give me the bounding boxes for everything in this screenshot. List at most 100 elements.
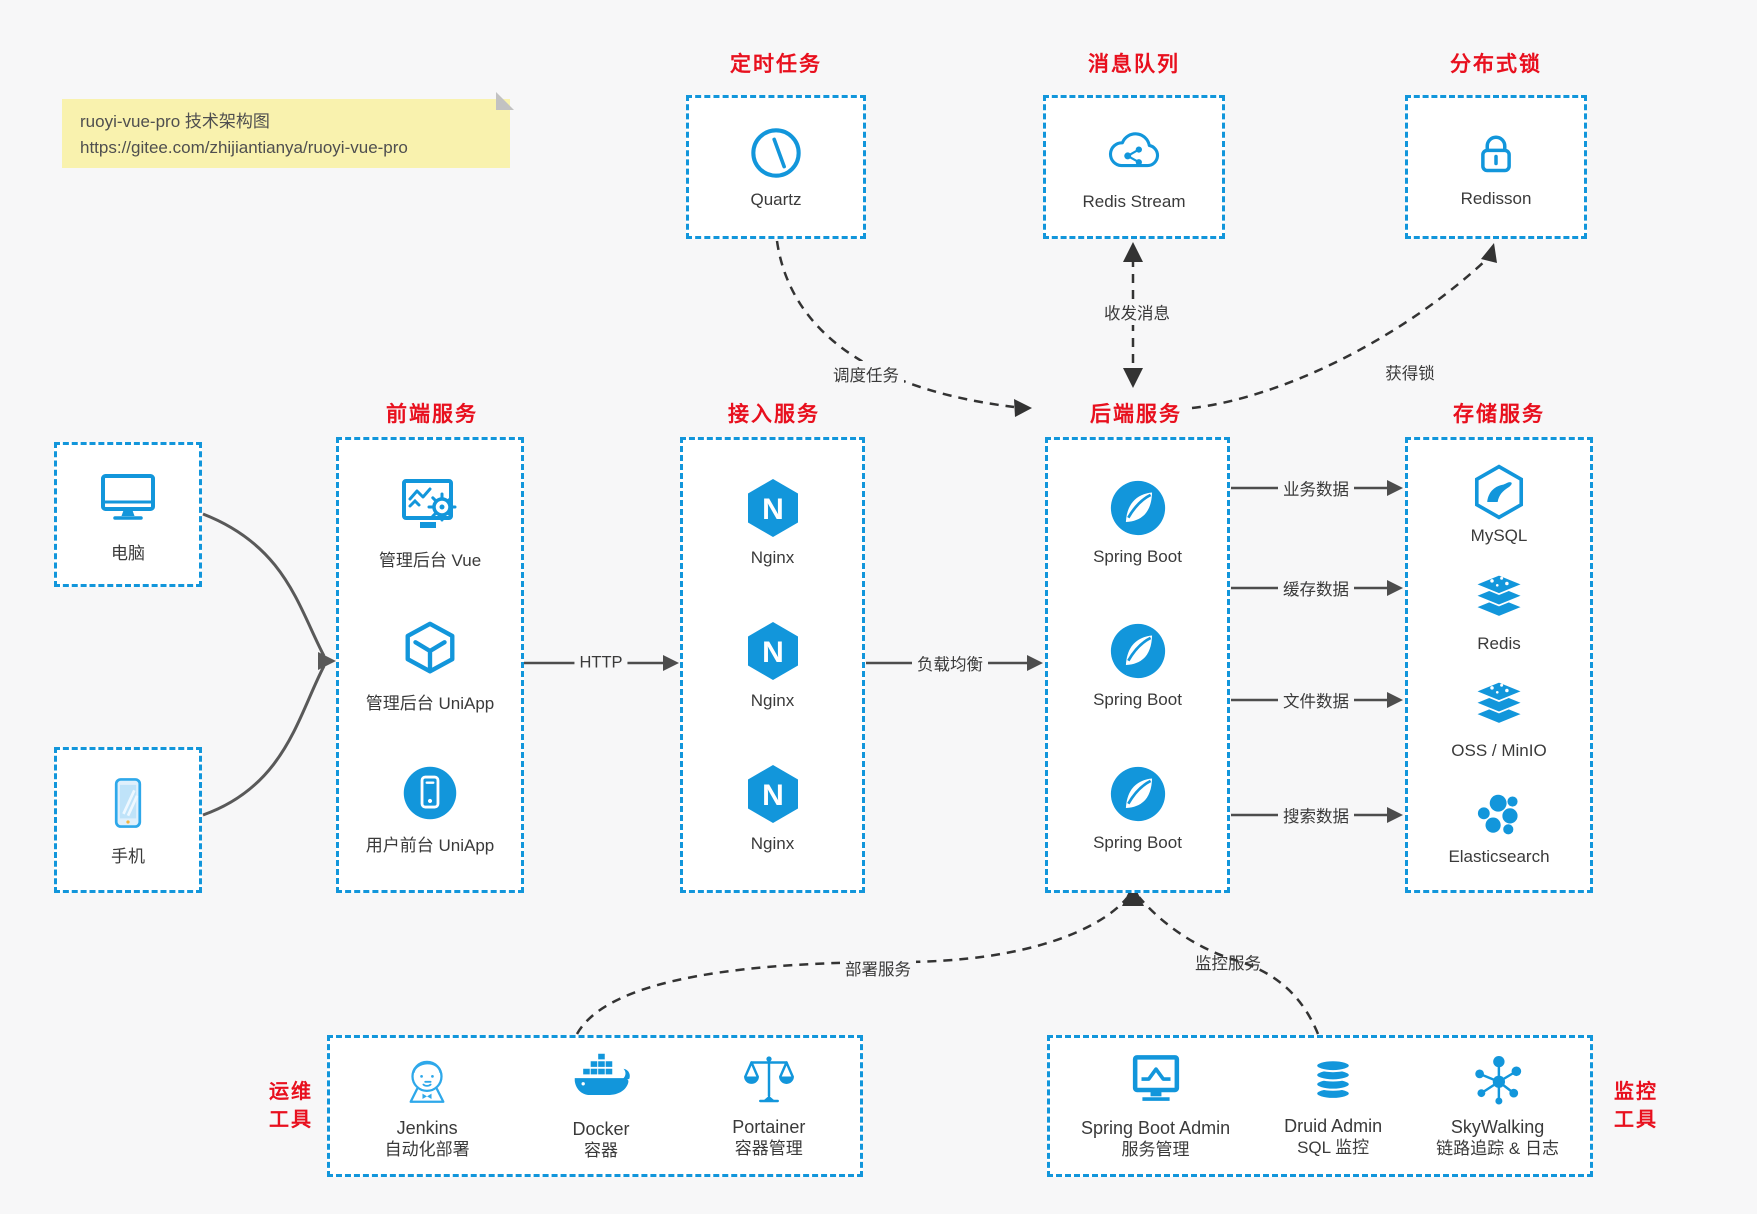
edge-mobile-to-frontend — [202, 665, 326, 817]
group-monitor-tools: Spring Boot Admin 服务管理 Druid Admin SQL 监… — [1047, 1035, 1593, 1177]
oss-stack-icon — [1471, 680, 1527, 736]
nginx-icon — [741, 619, 805, 683]
node-skywalking-label: SkyWalking — [1450, 1117, 1545, 1138]
edge-label-biz-data: 业务数据 — [1278, 475, 1354, 501]
edge-label-loadbalance: 负载均衡 — [912, 650, 988, 676]
node-user-uniapp-label: 用户前台 UniApp — [365, 835, 495, 855]
node-nginx-2: Nginx — [741, 619, 805, 711]
group-access: Nginx Nginx Nginx — [680, 437, 865, 893]
title-ops-tools-line2: 工具 — [269, 1109, 313, 1131]
node-portainer-sublabel: 容器管理 — [734, 1139, 803, 1159]
node-springboot-1: Spring Boot — [1093, 477, 1182, 567]
node-springboot-2: Spring Boot — [1093, 620, 1182, 710]
edge-lock — [1191, 259, 1487, 410]
node-admin-vue-label: 管理后台 Vue — [378, 551, 482, 571]
title-storage-services: 存储服务 — [1453, 403, 1545, 426]
elasticsearch-icon — [1472, 788, 1526, 842]
desktop-icon — [96, 465, 160, 529]
node-springboot-2-label: Spring Boot — [1093, 689, 1182, 709]
title-monitor-tools-line1: 监控 — [1614, 1081, 1658, 1103]
title-scheduled-tasks: 定时任务 — [730, 53, 822, 76]
node-desktop-client: 电脑 — [54, 442, 202, 587]
docker-icon — [571, 1050, 631, 1110]
node-desktop-label: 电脑 — [111, 544, 145, 563]
redis-stack-icon — [1471, 573, 1527, 629]
node-redis: Redis — [1471, 573, 1527, 654]
group-ops-tools: Jenkins 自动化部署 Docker 容器 Portainer 容器管理 — [327, 1035, 863, 1177]
user-uniapp-icon — [400, 763, 460, 823]
node-portainer: Portainer 容器管理 — [732, 1052, 805, 1160]
node-docker-sublabel: 容器 — [583, 1141, 618, 1161]
node-elasticsearch-label: Elasticsearch — [1448, 846, 1550, 866]
node-mobile-client: 手机 — [54, 747, 202, 893]
springboot-icon — [1107, 620, 1169, 682]
node-springboot-admin: Spring Boot Admin 服务管理 — [1081, 1051, 1230, 1161]
edge-label-mq: 收发消息 — [1099, 299, 1175, 325]
arrowhead-frontend — [318, 652, 336, 670]
note-url: https://gitee.com/zhijiantianya/ruoyi-vu… — [80, 138, 408, 158]
node-oss-minio-label: OSS / MinIO — [1451, 741, 1547, 761]
node-redisson: Redisson — [1405, 95, 1587, 239]
nginx-icon — [741, 476, 805, 540]
lock-icon — [1468, 125, 1524, 181]
node-quartz-label: Quartz — [750, 190, 802, 209]
title-monitor-tools-line2: 工具 — [1614, 1109, 1658, 1131]
mysql-icon — [1470, 463, 1528, 521]
sticky-note: ruoyi-vue-pro 技术架构图 https://gitee.com/zh… — [62, 99, 510, 168]
springboot-icon — [1107, 763, 1169, 825]
nginx-icon — [741, 762, 805, 826]
node-nginx-1: Nginx — [741, 476, 805, 568]
node-user-uniapp: 用户前台 UniApp — [366, 763, 494, 856]
node-springboot-admin-label: Spring Boot Admin — [1081, 1118, 1231, 1139]
jenkins-icon — [398, 1051, 456, 1109]
title-message-queue: 消息队列 — [1088, 53, 1180, 76]
node-druid-admin-label: Druid Admin — [1284, 1116, 1383, 1137]
title-ops-tools-line1: 运维 — [269, 1081, 313, 1103]
springboot-admin-icon — [1127, 1051, 1185, 1109]
edge-schedule — [775, 240, 1015, 409]
node-admin-uniapp: 管理后台 UniApp — [366, 619, 494, 714]
node-nginx-1-label: Nginx — [750, 547, 795, 567]
title-access-services: 接入服务 — [728, 403, 820, 426]
admin-vue-icon — [398, 474, 462, 538]
title-frontend-services: 前端服务 — [386, 403, 478, 426]
node-redisson-label: Redisson — [1460, 189, 1532, 208]
cloud-stream-icon — [1103, 122, 1165, 184]
edge-label-file-data: 文件数据 — [1278, 687, 1354, 713]
node-docker: Docker 容器 — [571, 1050, 631, 1162]
edge-label-http: HTTP — [574, 652, 628, 674]
edge-label-deploy: 部署服务 — [840, 955, 916, 981]
skywalking-icon — [1470, 1052, 1526, 1108]
node-mysql: MySQL — [1470, 463, 1528, 546]
edge-deploy — [575, 897, 1128, 1035]
portainer-icon — [741, 1052, 797, 1108]
edge-label-cache-data: 缓存数据 — [1278, 575, 1354, 601]
title-backend-services: 后端服务 — [1090, 403, 1182, 426]
node-elasticsearch: Elasticsearch — [1448, 788, 1550, 867]
group-frontend: 管理后台 Vue 管理后台 UniApp 用户前台 UniApp — [336, 437, 524, 893]
note-title: ruoyi-vue-pro 技术架构图 — [80, 112, 270, 131]
node-springboot-admin-sublabel: 服务管理 — [1121, 1140, 1190, 1160]
title-monitor-tools: 监控 工具 — [1614, 1078, 1658, 1134]
node-quartz: Quartz — [686, 95, 866, 239]
node-springboot-3: Spring Boot — [1093, 763, 1182, 853]
edge-label-monitor: 监控服务 — [1195, 955, 1261, 973]
node-admin-vue: 管理后台 Vue — [379, 474, 481, 571]
node-springboot-1-label: Spring Boot — [1093, 546, 1182, 566]
edge-label-schedule: 调度任务 — [828, 361, 904, 387]
title-distributed-lock: 分布式锁 — [1450, 53, 1542, 76]
node-jenkins: Jenkins 自动化部署 — [385, 1051, 470, 1161]
edge-label-search-data: 搜索数据 — [1278, 802, 1354, 828]
node-redis-stream-label: Redis Stream — [1082, 192, 1186, 211]
node-docker-label: Docker — [572, 1119, 630, 1140]
node-skywalking-sublabel: 链路追踪 & 日志 — [1436, 1139, 1559, 1159]
node-druid-admin: Druid Admin SQL 监控 — [1284, 1053, 1382, 1159]
group-storage: MySQL Redis OSS / MinIO Elasticsearch — [1405, 437, 1593, 893]
node-redis-label: Redis — [1477, 633, 1521, 653]
node-skywalking: SkyWalking 链路追踪 & 日志 — [1436, 1052, 1559, 1160]
node-nginx-3-label: Nginx — [750, 834, 795, 854]
springboot-icon — [1107, 477, 1169, 539]
clock-icon — [747, 124, 805, 182]
